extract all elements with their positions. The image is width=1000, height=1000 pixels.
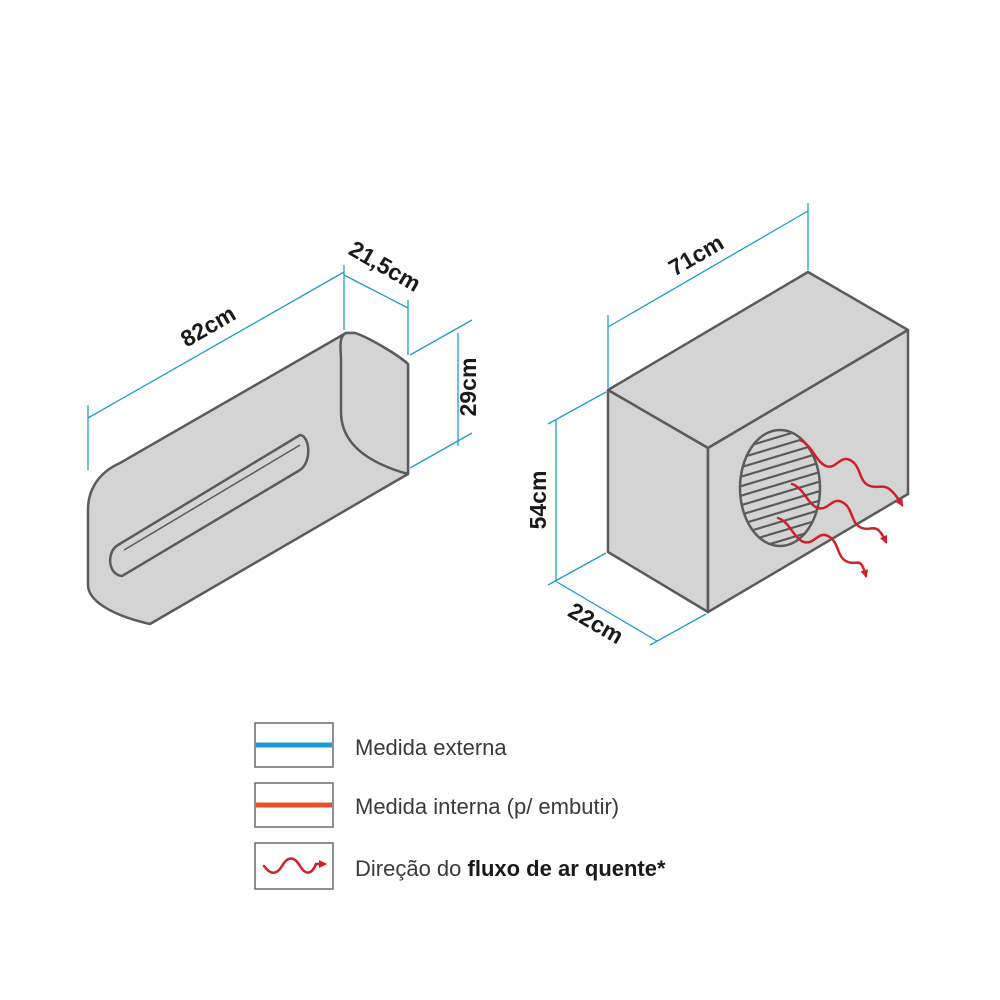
legend-label-external: Medida externa [355, 735, 507, 760]
indoor-height-label: 29cm [455, 358, 481, 417]
grille-line [740, 467, 820, 501]
airflow-arrow-3 [776, 516, 869, 578]
wavy-arrow-icon [262, 857, 327, 874]
grille-line [740, 477, 820, 510]
indoor-width-dimension [87, 265, 345, 470]
grille-line [740, 458, 820, 491]
legend-label-airflow-prefix: Direção do [355, 856, 468, 881]
legend-item-external: Medida externa [254, 722, 507, 768]
indoor-unit-side [339, 331, 410, 476]
outdoor-width-dimension [607, 203, 809, 388]
legend-swatch-airflow [254, 842, 334, 890]
indoor-width-label: 82cm [176, 300, 240, 352]
airflow-arrow-1 [798, 438, 904, 507]
outdoor-width-label: 71cm [664, 229, 728, 281]
legend-label-airflow: Direção do fluxo de ar quente* [355, 856, 666, 881]
indoor-unit-vent-inner [123, 444, 301, 551]
indoor-height-dimension [409, 319, 473, 469]
grille-line [740, 486, 820, 520]
indoor-depth-label: 21,5cm [345, 235, 426, 297]
legend-item-airflow: Direção do fluxo de ar quente* [254, 842, 666, 890]
outdoor-height-dimension [547, 391, 607, 586]
legend-label-internal: Medida interna (p/ embutir) [355, 794, 619, 819]
airflow-arrow-2 [790, 482, 888, 544]
fan-grille [738, 428, 822, 548]
outdoor-unit: 71cm 54cm 22cm [525, 203, 910, 649]
indoor-unit: 82cm 21,5cm 29cm [86, 235, 481, 626]
legend: Medida externa Medida interna (p/ embuti… [254, 722, 666, 890]
legend-item-internal: Medida interna (p/ embutir) [254, 782, 619, 828]
outdoor-depth-dimension [556, 581, 707, 646]
airflow-arrows [776, 438, 904, 578]
outdoor-height-label: 54cm [525, 471, 551, 530]
indoor-depth-dimension [343, 274, 409, 355]
legend-label-airflow-bold: fluxo de ar quente* [468, 856, 666, 881]
